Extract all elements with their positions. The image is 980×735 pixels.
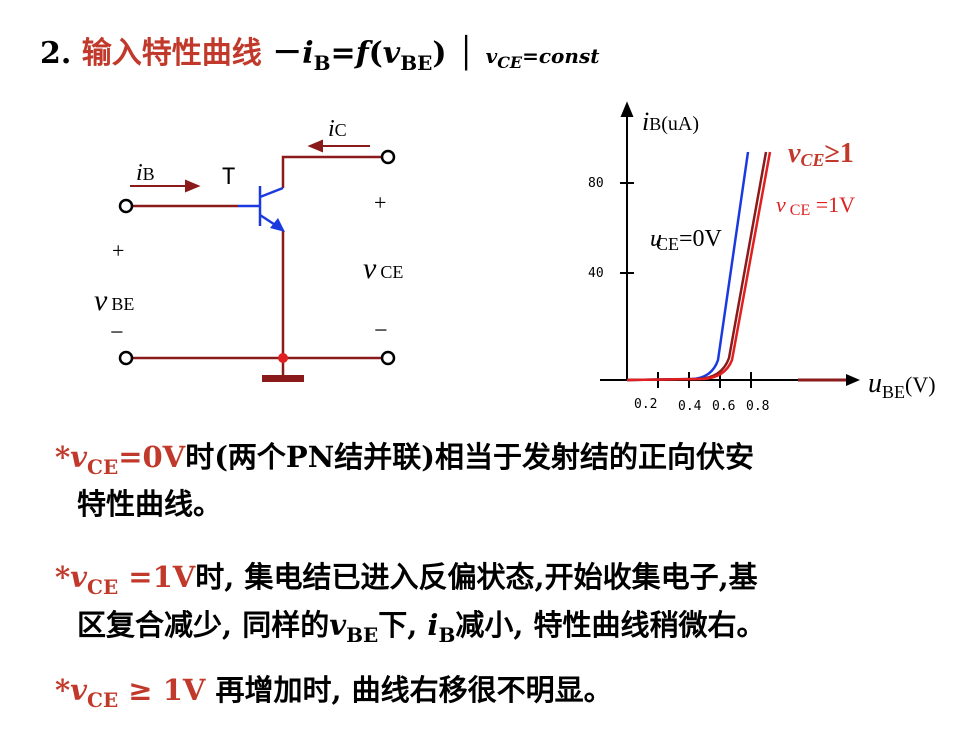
bullet-3-cond: ≥ 1V (118, 673, 206, 707)
collector-terminal (380, 149, 396, 165)
bullet-2-text-a: 时, 集电结已进入反偏状态,开始收集电子,基 (195, 560, 758, 594)
bullet-3: *vCE ≥ 1V 再增加时, 曲线右移很不明显。 (55, 668, 613, 722)
page-title: 2. 输入特性曲线 －iB=f(vBE) │ vCE=const (40, 28, 599, 75)
emitter-arrow-icon (270, 218, 285, 232)
y-axis-label: iB(uA) (642, 107, 699, 136)
title-dash: － (272, 36, 303, 71)
x-axis-arrow-icon (846, 374, 860, 386)
title-cond-v: v (485, 44, 498, 68)
bullet-1-star: * (55, 440, 71, 474)
bullet-2-ib-sub: B (438, 622, 456, 647)
vbe-plus-label: + (112, 238, 124, 263)
bullet-2: *vCE =1V时, 集电结已进入反偏状态,开始收集电子,基 (55, 555, 758, 609)
label-vce-ge-1: vCE≥1 (788, 138, 854, 170)
ic-arrow-head-icon (307, 139, 323, 153)
collector-wire (281, 155, 382, 188)
bullet-2-vbe-v: v (329, 608, 347, 642)
y-tick-label-40: 40 (588, 266, 604, 281)
ib-arrow-head-icon (185, 179, 201, 193)
title-number: 2. (40, 36, 72, 71)
x-tick-label-0.8: 0.8 (746, 399, 769, 414)
x-tick-label-0.2: 0.2 (634, 397, 657, 412)
bullet-3-vce: vCE (70, 673, 119, 712)
bullet-2-line-2: 区复合减少, 同样的vBE下, iB减小, 特性曲线稍微右。 (77, 603, 766, 657)
bullet-2-star: * (55, 560, 71, 594)
transistor-label: T (222, 165, 235, 190)
bullet-2-text-d: 减小, 特性曲线稍微右。 (455, 608, 766, 642)
title-i: i (302, 36, 314, 71)
bullet-2-cond: =1V (118, 560, 196, 594)
title-v: v (382, 36, 401, 71)
title-chinese: 输入特性曲线 (81, 36, 262, 71)
ib-label: iB (136, 160, 155, 186)
title-bar: │ (457, 36, 476, 71)
vbe-minus-label: − (110, 320, 124, 346)
title-paren-open: ( (368, 36, 383, 71)
bullet-2-vce: vCE (70, 560, 119, 599)
ic-label: iC (328, 116, 347, 142)
input-characteristic-graph: 80 40 0.2 0.4 0.6 0.8 iB(uA) uBE(V) vCE≥… (588, 101, 936, 414)
y-axis-arrow-icon (620, 101, 634, 117)
y-tick-label-80: 80 (588, 176, 604, 191)
x-axis-label: uBE(V) (868, 368, 936, 402)
title-paren-close: ) (432, 36, 447, 71)
x-tick-label-0.4: 0.4 (678, 399, 702, 414)
bullet-1-vce: vCE (70, 440, 119, 479)
bullet-1-line-2: 特性曲线。 (77, 487, 223, 521)
label-vce-0v: uCE=0V (650, 226, 723, 254)
base-terminal (118, 198, 134, 214)
ground-symbol (262, 375, 304, 382)
title-f: f (355, 36, 369, 71)
bullet-1-text: 时(两个PN结并联)相当于发射结的正向伏安 (185, 440, 754, 474)
bullet-1-cond: =0V (118, 440, 186, 474)
bullet-2-ib-i: i (427, 608, 439, 642)
title-sub-be: BE (400, 51, 433, 75)
left-ground-terminal (118, 350, 134, 366)
title-sub-b: B (313, 51, 331, 75)
right-ground-terminal (380, 350, 396, 366)
x-tick-label-0.6: 0.6 (712, 399, 735, 414)
curve-vce-1v (626, 151, 772, 382)
vce-minus-label: − (374, 318, 388, 344)
bullet-2-vbe-sub: BE (346, 622, 379, 647)
bullet-3-text: 再增加时, 曲线右移很不明显。 (205, 673, 613, 707)
bullet-2-text-c: 下, (378, 608, 428, 642)
bullet-3-star: * (55, 673, 71, 707)
bullet-2-text-b: 区复合减少, 同样的 (77, 608, 330, 642)
title-cond-sub: CE (497, 53, 523, 72)
bullet-1: *vCE=0V时(两个PN结并联)相当于发射结的正向伏安 (55, 435, 754, 489)
junction-dot (278, 353, 288, 363)
vce-plus-label: + (374, 190, 386, 215)
title-cond-rest: =const (522, 44, 600, 68)
curve-vce-0v (626, 151, 750, 382)
title-eq: = (330, 36, 356, 71)
curve-vce-ge-1v-dark (626, 151, 768, 382)
